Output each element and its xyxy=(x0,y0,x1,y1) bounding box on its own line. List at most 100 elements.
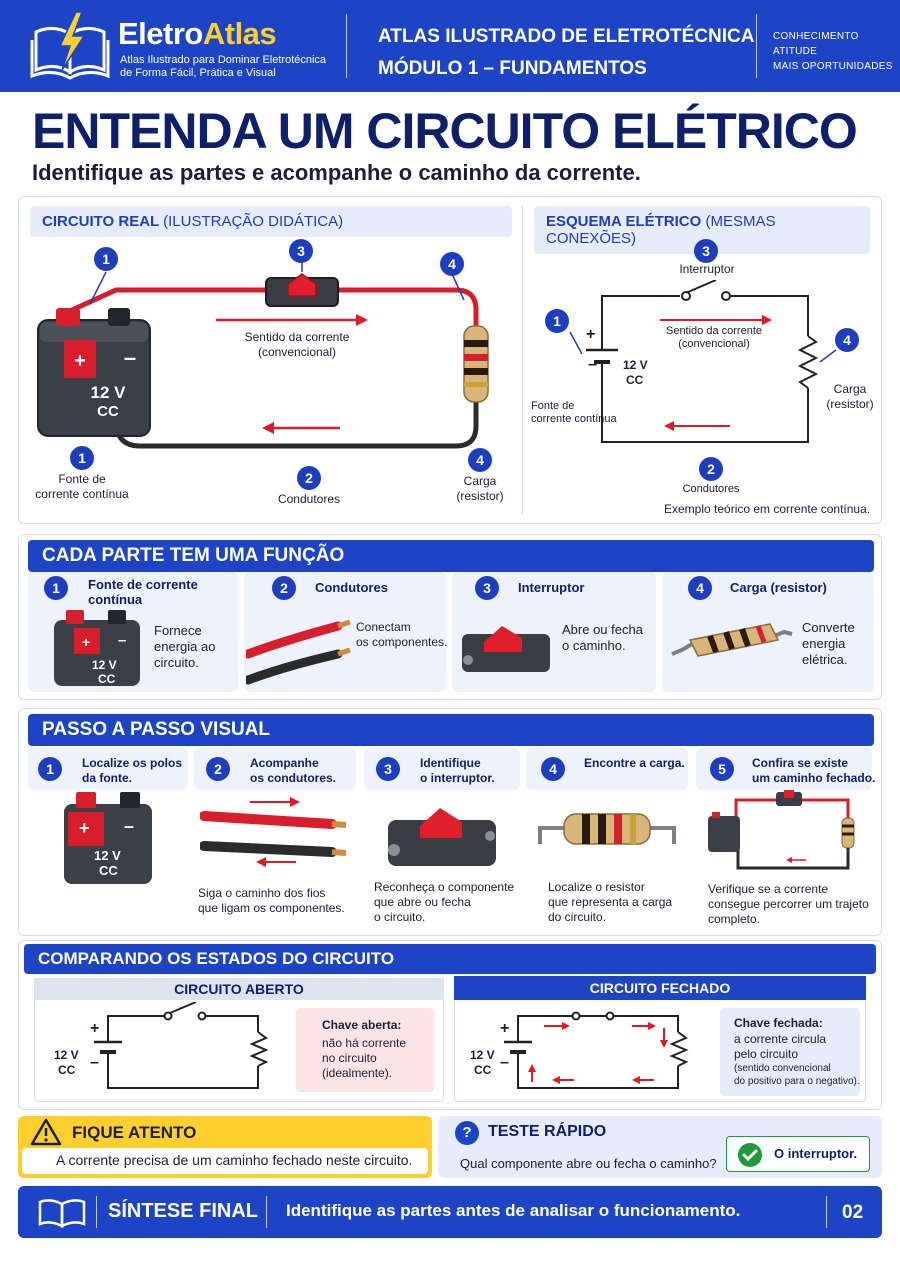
part-battery-type: CC xyxy=(98,672,116,686)
step-title: Localize os polos da fonte. xyxy=(82,756,183,785)
step-number: 5 xyxy=(710,757,734,781)
marker-4: 4 xyxy=(468,448,492,472)
schematic-conductors-label: Condutores xyxy=(682,483,740,495)
open-note-title: Chave aberta: xyxy=(322,1018,402,1032)
battery-icon xyxy=(64,792,152,884)
schematic-type: CC xyxy=(626,373,644,387)
quiz-question: Qual componente abre ou fecha o caminho? xyxy=(460,1156,717,1171)
switch-icon xyxy=(388,808,496,866)
closed-note-body: a corrente circula pelo circuito xyxy=(734,1032,827,1061)
step-number: 4 xyxy=(541,757,565,781)
step-battery-plus: + xyxy=(79,818,90,838)
resistor-icon xyxy=(538,813,676,845)
battery-type: CC xyxy=(97,403,119,420)
open-circuit-title: CIRCUITO ABERTO xyxy=(34,978,444,1000)
battery-icon xyxy=(54,610,140,686)
part-number: 3 xyxy=(475,576,499,600)
step-number: 3 xyxy=(376,757,400,781)
closed-note-title: Chave fechada: xyxy=(734,1016,823,1030)
atlas-title: ATLAS ILUSTRADO DE ELETROTÉCNICA xyxy=(378,26,755,47)
schematic-diagram xyxy=(569,280,837,443)
step-battery-minus: – xyxy=(124,816,135,836)
load-label: Carga (resistor) xyxy=(456,474,504,503)
module-title: MÓDULO 1 – FUNDAMENTOS xyxy=(378,58,647,79)
part-title: Interruptor xyxy=(518,580,585,595)
brand-subtitle: Atlas Ilustrado para Dominar Eletrotécni… xyxy=(120,54,327,79)
footer-bar xyxy=(18,1186,882,1238)
step-title: Confira se existe um caminho fechado. xyxy=(752,756,876,785)
schematic-minus: – xyxy=(588,356,597,373)
header-divider xyxy=(346,14,347,78)
closed-note-box xyxy=(720,1008,860,1096)
step-battery-type: CC xyxy=(99,863,118,878)
part-number: 4 xyxy=(688,576,712,600)
resistor-icon xyxy=(463,325,489,403)
open-plus: + xyxy=(90,1020,100,1037)
footer-divider xyxy=(96,1196,97,1228)
attention-text-box xyxy=(22,1148,428,1174)
page-subtitle: Identifique as partes e acompanhe o cami… xyxy=(32,160,641,185)
step-desc: Siga o caminho dos fios que ligam os com… xyxy=(198,886,345,915)
switch-contact xyxy=(681,291,691,301)
open-minus: – xyxy=(90,1054,99,1071)
step-desc: Verifique se a corrente consegue percorr… xyxy=(708,882,869,926)
open-type: CC xyxy=(58,1063,76,1077)
closed-plus: + xyxy=(500,1020,510,1037)
battery-icon xyxy=(37,308,151,437)
steps-heading: PASSO A PASSO VISUAL xyxy=(28,714,874,746)
warning-icon xyxy=(30,1118,62,1146)
battery-plus-label: + xyxy=(74,350,86,372)
battery-voltage: 12 V xyxy=(91,383,127,402)
part-battery-minus: – xyxy=(118,632,127,649)
part-title: Condutores xyxy=(315,580,388,595)
attention-text: A corrente precisa de um caminho fechado… xyxy=(56,1152,413,1168)
open-note-body: não há corrente no circuito (idealmente)… xyxy=(322,1036,407,1080)
step-number: 1 xyxy=(38,757,62,781)
open-switch-lever xyxy=(169,1002,197,1014)
marker-4: 4 xyxy=(440,252,464,276)
open-circuit-schematic xyxy=(94,1002,269,1089)
closed-type: CC xyxy=(474,1063,492,1077)
footer-divider xyxy=(266,1196,267,1228)
positive-wire xyxy=(333,287,479,333)
quiz-answer: O interruptor. xyxy=(774,1146,858,1161)
step-number: 2 xyxy=(206,757,230,781)
schematic-current-label: Sentido da corrente (convencional) xyxy=(665,325,762,350)
question-icon: ? xyxy=(455,1121,479,1145)
switch-label: Interruptor xyxy=(679,262,735,276)
switch-icon xyxy=(265,273,339,307)
step-desc: Reconheça o componente que abre ou fecha… xyxy=(374,880,515,924)
wires-icon xyxy=(200,797,347,867)
part-number: 2 xyxy=(272,576,296,600)
step-title: Acompanhe os condutores. xyxy=(250,756,337,785)
page-title: ENTENDA UM CIRCUITO ELÉTRICO xyxy=(32,103,858,159)
parts-heading: CADA PARTE TEM UMA FUNÇÃO xyxy=(28,540,874,572)
schematic-tab: ESQUEMA ELÉTRICO (MESMAS CONEXÕES) xyxy=(534,206,870,254)
book-lightning-logo-icon xyxy=(30,11,110,80)
tagline: CONHECIMENTO ATITUDE MAIS OPORTUNIDADES xyxy=(773,31,893,72)
closed-minus: – xyxy=(500,1054,509,1071)
part-number: 1 xyxy=(44,576,68,600)
marker-1: 1 xyxy=(545,309,569,333)
real-circuit-tab: CIRCUITO REAL (ILUSTRAÇÃO DIDÁTICA) xyxy=(30,206,512,237)
closed-voltage: 12 V xyxy=(470,1048,495,1062)
quiz-title: TESTE RÁPIDO xyxy=(488,1123,607,1140)
footer-text: Identifique as partes antes de analisar … xyxy=(286,1201,741,1220)
part-battery-voltage: 12 V xyxy=(92,658,117,672)
schematic-note: Exemplo teórico em corrente contínua. xyxy=(664,502,871,516)
panel-divider xyxy=(522,206,523,514)
step-desc: Localize o resistor que representa a car… xyxy=(548,880,673,924)
part-desc: Abre ou fecha o caminho. xyxy=(562,622,643,653)
real-circuit-illustration: + – 12 V CC xyxy=(37,260,489,449)
step-battery-voltage: 12 V xyxy=(94,848,121,863)
schematic-load-label: Carga (resistor) xyxy=(826,382,874,411)
closed-note-small: (sentido convencional do positivo para o… xyxy=(734,1063,860,1087)
step-title: Identifique o interruptor. xyxy=(420,756,495,785)
header-banner: EletroAtlas Atlas Ilustrado para Dominar… xyxy=(0,0,900,92)
part-battery-plus: + xyxy=(82,634,91,650)
open-note-box xyxy=(296,1008,434,1092)
part-desc: Converte energia elétrica. xyxy=(802,620,855,667)
positive-wire xyxy=(69,287,273,313)
open-book-icon xyxy=(38,1199,86,1228)
compare-heading: COMPARANDO OS ESTADOS DO CIRCUITO xyxy=(24,944,876,974)
